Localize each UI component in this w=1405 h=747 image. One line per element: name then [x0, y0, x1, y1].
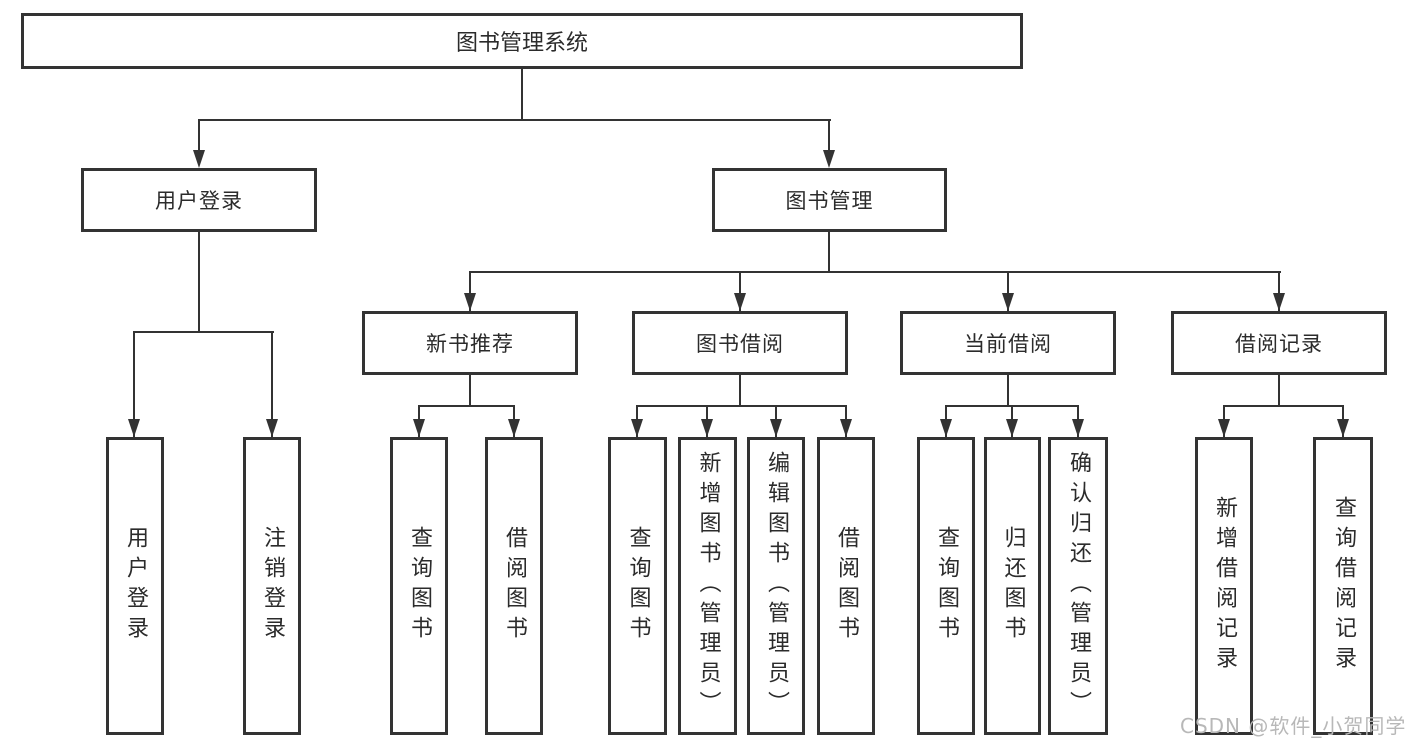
arrow-down-icon: [1273, 293, 1285, 311]
connector-mgmt-stub: [828, 232, 830, 273]
arrow-down-icon: [1002, 293, 1014, 311]
leaf-logout: 注销登录: [243, 437, 301, 735]
leaf-query-books-borrow-label: 查询图书: [625, 526, 651, 646]
node-borrow-records: 借阅记录: [1171, 311, 1387, 375]
node-root-label: 图书管理系统: [455, 31, 588, 56]
connector-login-stub: [198, 232, 200, 333]
leaf-confirm-return-admin-label: 确认归还（管理员）: [1066, 451, 1091, 721]
connector-drop-new-books: [469, 271, 471, 311]
node-root: 图书管理系统: [21, 13, 1023, 69]
connector-newbook-rail: [418, 405, 515, 407]
node-user-login: 用户登录: [81, 168, 317, 232]
leaf-user-login-label: 用户登录: [123, 526, 148, 646]
connector-drop-logout: [271, 331, 273, 437]
leaf-query-books-borrow: 查询图书: [608, 437, 667, 735]
arrow-down-icon: [413, 419, 425, 437]
leaf-return-books-label: 归还图书: [1000, 526, 1026, 646]
connector-drop-borrow-records: [1278, 271, 1280, 311]
arrow-down-icon: [701, 419, 713, 437]
node-borrow-records-label: 借阅记录: [1235, 332, 1323, 356]
leaf-add-books-admin-label: 新增图书（管理员）: [695, 451, 721, 721]
connector-drop-book-borrow: [739, 271, 741, 311]
connector-login-rail: [133, 331, 274, 333]
leaf-borrow-books-label: 借阅图书: [834, 526, 859, 646]
arrow-down-icon: [128, 419, 140, 437]
arrow-down-icon: [508, 419, 520, 437]
leaf-logout-label: 注销登录: [260, 526, 285, 646]
node-new-book-recommend-label: 新书推荐: [426, 332, 514, 356]
connector-level3-rail: [469, 271, 1281, 273]
arrow-down-icon: [631, 419, 643, 437]
leaf-query-borrow-record: 查询借阅记录: [1313, 437, 1373, 735]
node-current-borrow-label: 当前借阅: [964, 332, 1052, 356]
leaf-borrow-books-newbook: 借阅图书: [485, 437, 543, 735]
leaf-edit-books-admin-label: 编辑图书（管理员）: [764, 451, 789, 721]
connector-level1-rail: [198, 119, 831, 121]
connector-drop-login: [133, 331, 135, 437]
arrow-down-icon: [823, 150, 835, 168]
node-current-borrow: 当前借阅: [900, 311, 1116, 375]
leaf-edit-books-admin: 编辑图书（管理员）: [747, 437, 805, 735]
leaf-add-borrow-record: 新增借阅记录: [1195, 437, 1253, 735]
arrow-down-icon: [940, 419, 952, 437]
node-book-management: 图书管理: [712, 168, 947, 232]
arrow-down-icon: [1006, 419, 1018, 437]
connector-records-rail: [1223, 405, 1344, 407]
leaf-return-books: 归还图书: [984, 437, 1041, 735]
leaf-query-books-current-label: 查询图书: [934, 526, 959, 646]
arrow-down-icon: [840, 419, 852, 437]
arrow-down-icon: [734, 293, 746, 311]
leaf-query-borrow-record-label: 查询借阅记录: [1331, 496, 1356, 676]
connector-newbook-stub: [469, 375, 471, 407]
node-book-borrow: 图书借阅: [632, 311, 848, 375]
arrow-down-icon: [770, 419, 782, 437]
arrow-down-icon: [1337, 419, 1349, 437]
node-user-login-label: 用户登录: [155, 189, 243, 213]
connector-borrow-stub: [739, 375, 741, 407]
arrow-down-icon: [193, 150, 205, 168]
node-new-book-recommend: 新书推荐: [362, 311, 578, 375]
csdn-watermark: CSDN @软件_小贺同学: [1180, 714, 1405, 738]
arrow-down-icon: [464, 293, 476, 311]
leaf-add-books-admin: 新增图书（管理员）: [678, 437, 737, 735]
leaf-confirm-return-admin: 确认归还（管理员）: [1048, 437, 1108, 735]
connector-current-stub: [1007, 375, 1009, 407]
node-book-management-label: 图书管理: [785, 189, 874, 213]
connector-drop-book-management: [828, 119, 830, 150]
arrow-down-icon: [1218, 419, 1230, 437]
node-book-borrow-label: 图书借阅: [696, 332, 784, 356]
leaf-borrow-books-newbook-label: 借阅图书: [502, 526, 527, 646]
connector-records-stub: [1278, 375, 1280, 407]
leaf-add-borrow-record-label: 新增借阅记录: [1212, 496, 1237, 676]
leaf-query-books-newbook-label: 查询图书: [407, 526, 432, 646]
connector-drop-current-borrow: [1007, 271, 1009, 311]
leaf-user-login: 用户登录: [106, 437, 164, 735]
leaf-query-books-current: 查询图书: [917, 437, 975, 735]
leaf-borrow-books: 借阅图书: [817, 437, 875, 735]
arrow-down-icon: [266, 419, 278, 437]
connector-borrow-rail: [636, 405, 847, 407]
leaf-query-books-newbook: 查询图书: [390, 437, 448, 735]
arrow-down-icon: [1072, 419, 1084, 437]
connector-root-stub: [521, 69, 523, 121]
connector-drop-user-login: [198, 119, 200, 150]
